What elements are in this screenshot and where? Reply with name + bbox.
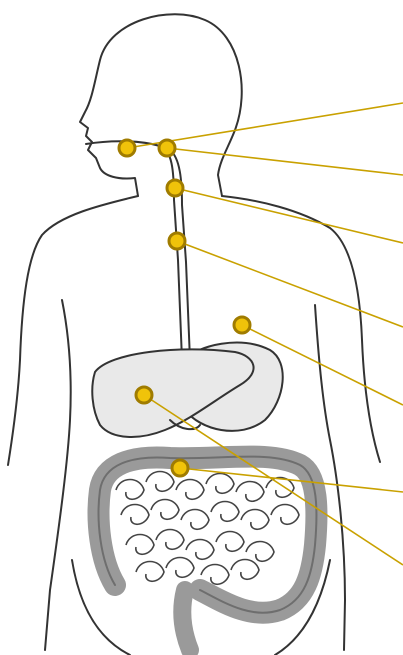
intestine-coil [241,510,269,530]
small-intestine [116,472,299,585]
intestine-coil [116,480,144,500]
intestine-coil [156,530,184,550]
head-outline [80,14,242,196]
intestine-coil [236,482,264,502]
intestine-coil [271,505,299,525]
pharynx-marker[interactable] [159,140,175,156]
pharynx-leader-line [167,148,403,175]
esophagus-upper-marker[interactable] [167,180,183,196]
intestine-coil [246,542,274,562]
intestine-coil [121,505,149,525]
left-waist-outline [45,300,71,650]
rectum [182,590,190,650]
intestine-coil [136,562,164,582]
liver-marker[interactable] [136,387,152,403]
intestine-coil [151,500,179,520]
intestine-coil [166,558,194,578]
esophagus-lower-leader-line [177,241,403,327]
intestine-coil [186,540,214,560]
intestine-coil [206,474,234,494]
esophagus-lower-marker[interactable] [169,233,185,249]
intestine-coil [176,480,204,500]
stomach-marker[interactable] [234,317,250,333]
esophagus-upper-leader-line [175,188,403,243]
intestine-coil [216,532,244,552]
liver-leader-line [144,395,403,565]
intestine-coil [181,510,209,530]
torso-outline [8,196,380,465]
intestine-coil [211,502,239,522]
intestine-coil [126,535,154,555]
mouth-marker[interactable] [119,140,135,156]
intestine-coil [146,472,174,492]
small-intestine-marker[interactable] [172,460,188,476]
intestine-coil [231,560,259,580]
esophagus [160,146,182,360]
